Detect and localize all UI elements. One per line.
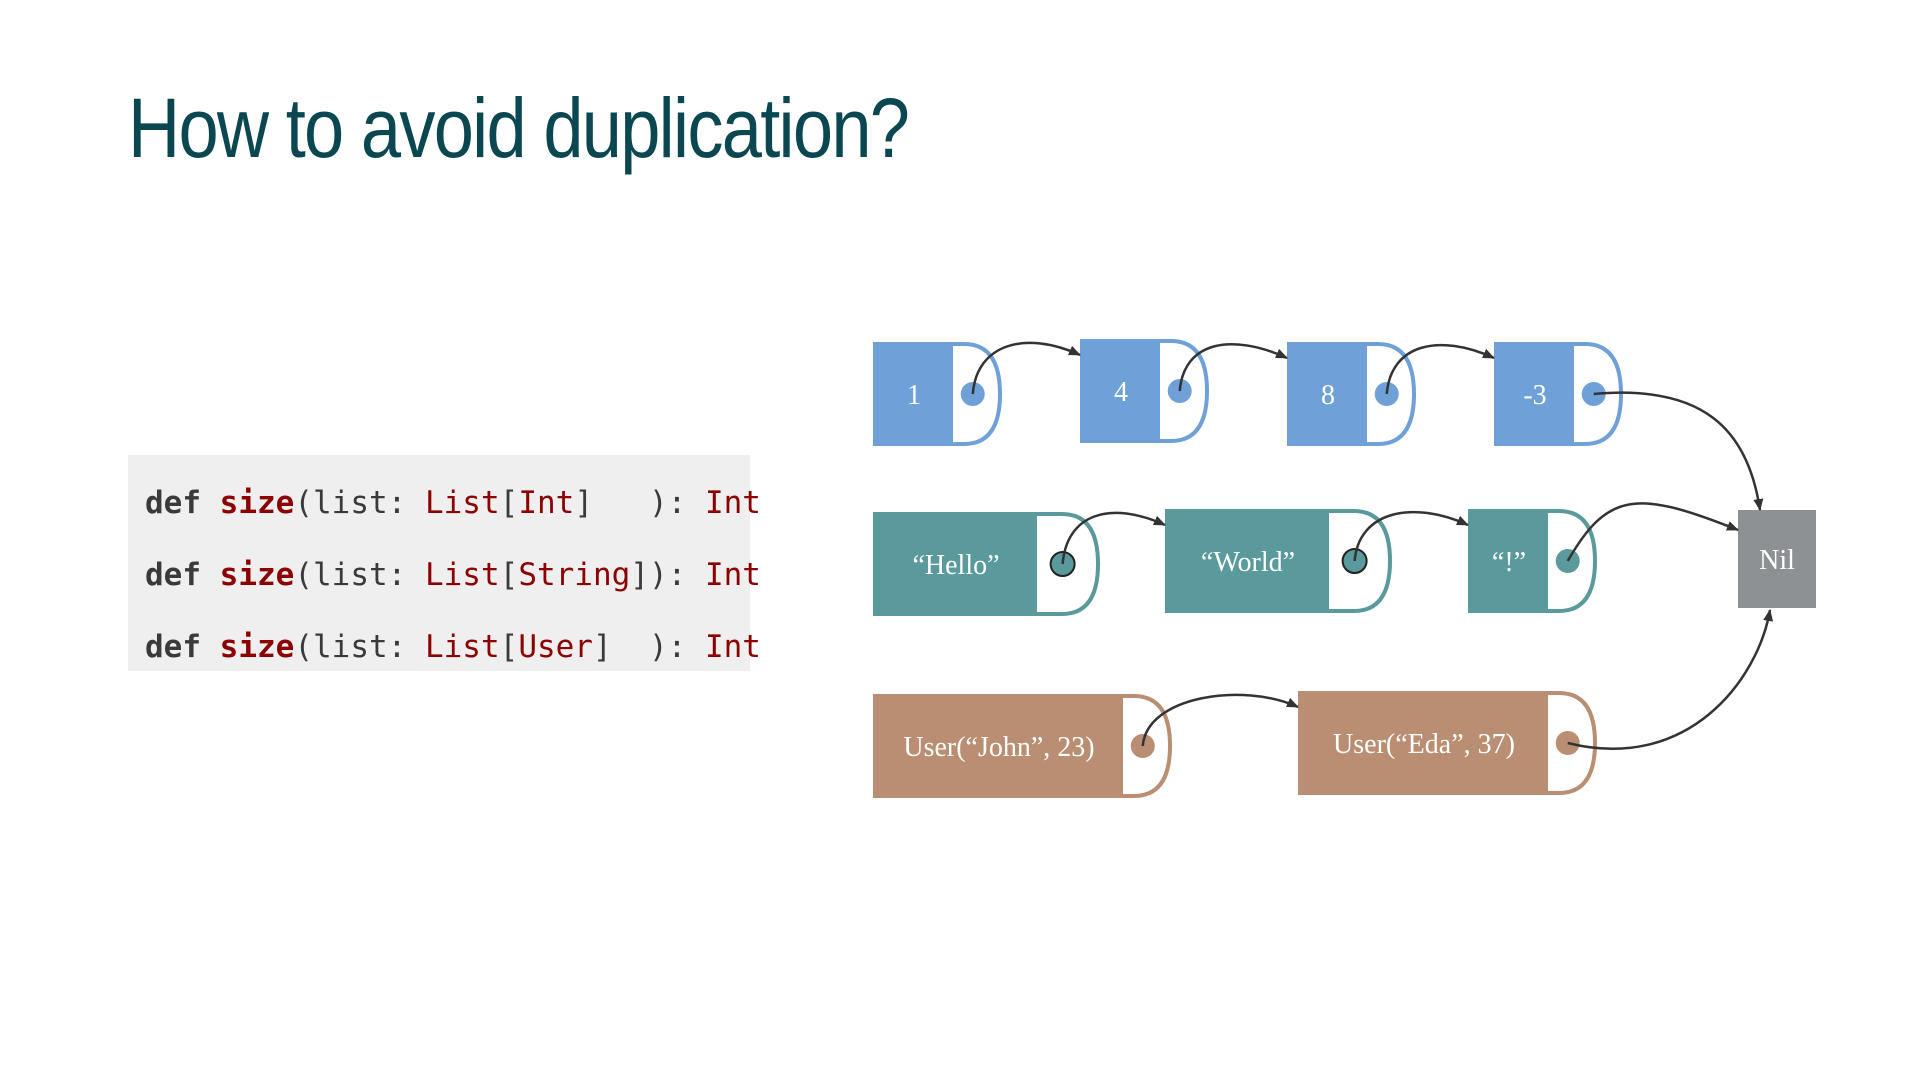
code-type-param: User	[518, 629, 593, 665]
code-params-open: (list:	[294, 485, 425, 521]
node-label: 8	[1321, 380, 1335, 411]
node-value-cell	[875, 696, 1123, 796]
pointer-arrow	[1567, 609, 1774, 750]
node-label: User(“Eda”, 37)	[1333, 729, 1515, 760]
code-block: def size(list: List[Int] ): Int def size…	[128, 455, 761, 671]
node-value-cell	[1300, 693, 1548, 793]
pointer-arrow	[1061, 511, 1166, 565]
int-list-node: 1	[873, 342, 1003, 446]
node-value-cell	[875, 514, 1037, 614]
node-value-cell	[1167, 511, 1329, 611]
code-params-open: (list:	[294, 557, 425, 593]
node-label: -3	[1523, 380, 1546, 411]
code-params-close: ):	[648, 485, 705, 521]
pointer-arrow	[1178, 343, 1288, 392]
code-line-int: def size(list: List[Int] ): Int	[145, 467, 761, 539]
pointer-arrow	[971, 341, 1081, 395]
code-return-type: Int	[704, 557, 761, 593]
node-label: “Hello”	[912, 550, 999, 581]
node-label: 4	[1114, 377, 1128, 408]
user-list-node: User(“John”, 23)	[873, 694, 1173, 798]
pointer-arrow	[1385, 343, 1495, 395]
code-bracket-open: [	[499, 485, 519, 521]
node-value-cell	[1496, 344, 1574, 444]
code-type-param: String	[518, 557, 631, 593]
code-return-type: Int	[704, 629, 761, 665]
node-value-cell	[1289, 344, 1367, 444]
int-list-node: -3	[1494, 342, 1624, 446]
nil-label: Nil	[1759, 545, 1795, 576]
code-keyword: def	[145, 485, 201, 521]
code-bracket-close: ]	[574, 485, 593, 521]
code-params-open: (list:	[294, 629, 425, 665]
code-params-close: ):	[648, 557, 705, 593]
string-list-node: “World”	[1165, 509, 1393, 613]
code-type-param: Int	[518, 485, 575, 521]
node-label: “World”	[1201, 547, 1295, 578]
code-bracket-open: [	[499, 629, 519, 665]
code-keyword: def	[145, 629, 201, 665]
node-value-cell	[1470, 511, 1548, 611]
code-params-close: ):	[648, 629, 705, 665]
int-list-node: 8	[1287, 342, 1417, 446]
code-bracket-open: [	[499, 557, 519, 593]
code-return-type: Int	[704, 485, 761, 521]
code-type-list: List	[424, 485, 500, 521]
nil-box	[1738, 510, 1816, 608]
node-label: 1	[907, 380, 921, 411]
code-bracket-close: ]	[630, 557, 649, 593]
pointer-arrow	[1353, 510, 1469, 562]
string-list-node: “!”	[1468, 509, 1598, 613]
code-function-name: size	[219, 485, 295, 521]
pointer-arrow	[1566, 502, 1739, 562]
string-list-node: “Hello”	[873, 512, 1101, 616]
user-list-node: User(“Eda”, 37)	[1298, 691, 1598, 795]
code-function-name: size	[219, 629, 295, 665]
code-line-string: def size(list: List[String]): Int	[145, 539, 761, 611]
node-value-cell	[1082, 341, 1160, 441]
code-bracket-close: ]	[592, 629, 612, 665]
code-type-list: List	[424, 557, 500, 593]
pointer-arrow	[1141, 693, 1299, 747]
code-function-name: size	[219, 557, 295, 593]
slide-title: How to avoid duplication?	[128, 81, 910, 175]
pointer-arrow	[1593, 391, 1764, 511]
code-line-user: def size(list: List[User] ): Int	[145, 611, 761, 683]
node-label: “!”	[1492, 547, 1526, 578]
code-keyword: def	[145, 557, 201, 593]
node-value-cell	[875, 344, 953, 444]
code-type-list: List	[424, 629, 500, 665]
node-label: User(“John”, 23)	[903, 732, 1094, 763]
int-list-node: 4	[1080, 339, 1210, 443]
nil-node: Nil	[1738, 510, 1816, 608]
